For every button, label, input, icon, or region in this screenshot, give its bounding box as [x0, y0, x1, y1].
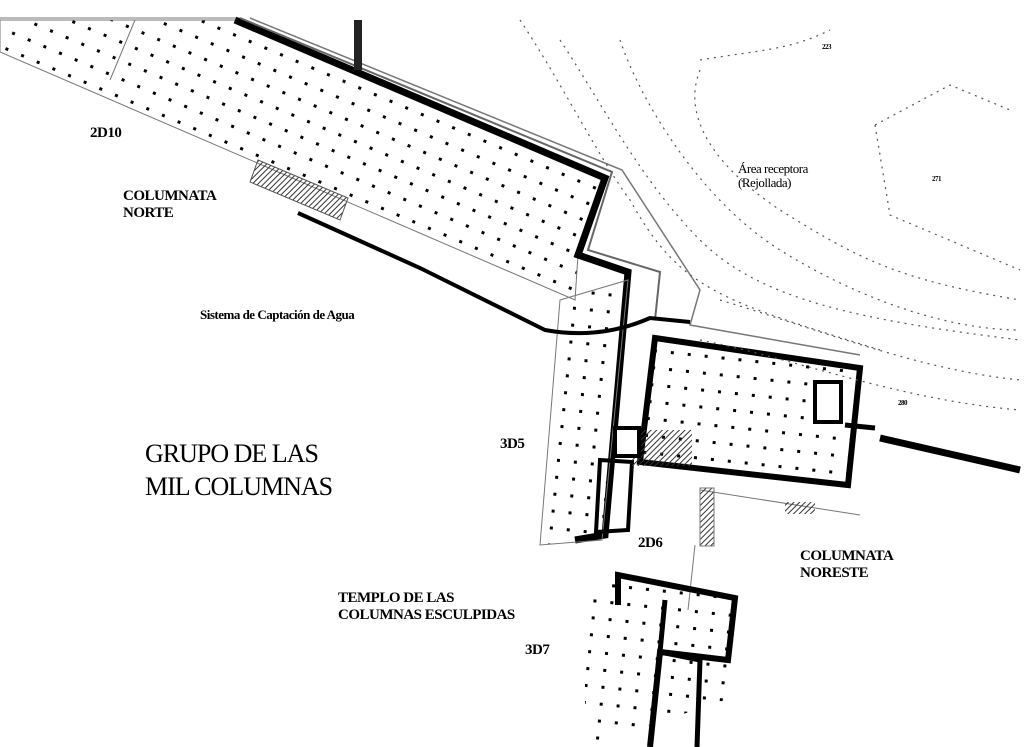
elevation-223: 223 [822, 43, 832, 51]
north-colonnade-band [0, 19, 606, 301]
columnata-norte-hatch [249, 159, 349, 221]
block-3d5 [539, 279, 629, 546]
east-wall-end [844, 422, 876, 431]
temple-inner [657, 599, 703, 747]
outer-wall [239, 17, 662, 321]
grid-label-2d10: 2D10 [90, 125, 122, 141]
grid-label-2d6: 2D6 [638, 535, 663, 551]
ne-hatch [699, 487, 715, 547]
ne-colonnade-line [699, 489, 861, 516]
water-channel [297, 211, 691, 336]
label-sistema-captacion: Sistema de Captación de Agua [200, 307, 355, 322]
drain-bar [354, 20, 362, 70]
stair-hatch [632, 430, 692, 466]
inner-room [813, 380, 843, 424]
room-3d5 [593, 457, 635, 535]
contour-lines [519, 19, 1021, 411]
elevation-271: 271 [932, 175, 942, 183]
outer-wall-2 [249, 17, 861, 356]
east-causeway [879, 434, 1021, 474]
courtyard-building [636, 334, 864, 489]
grid-label-3d5: 3D5 [500, 436, 525, 452]
entry-room [613, 426, 641, 458]
elevation-280: 280 [898, 399, 908, 407]
band-divider [109, 19, 136, 81]
ne-hatch-small [785, 502, 815, 514]
grid-label-3d7: 3D7 [525, 642, 550, 658]
temple-walls [615, 571, 739, 747]
label-area-receptora: Área receptora(Rejollada) [738, 161, 808, 191]
